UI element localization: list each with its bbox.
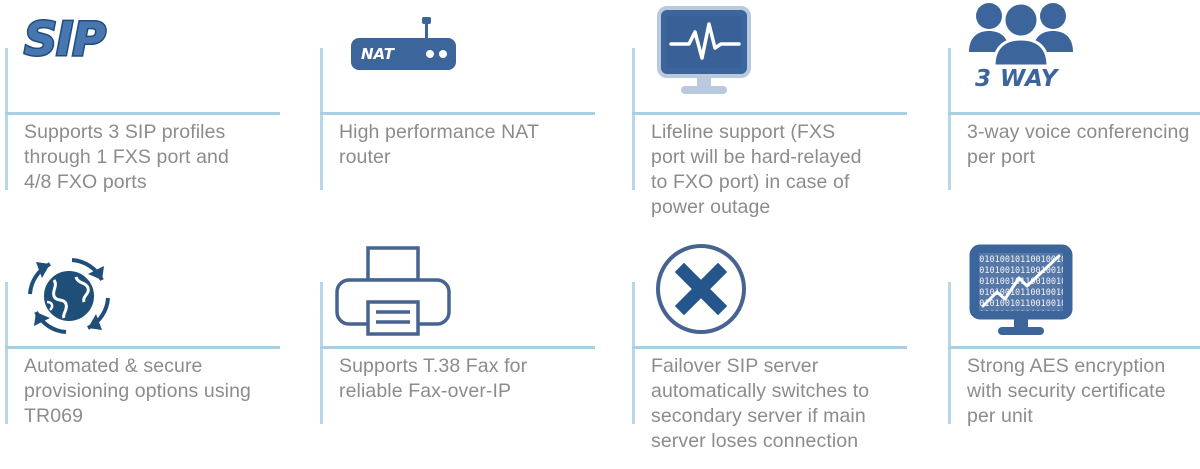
fax-printer-icon — [329, 234, 609, 339]
feature-cell-sip: SIP Supports 3 SIP profiles through 1 FX… — [0, 0, 300, 234]
divider-horizontal — [320, 346, 595, 349]
feature-text: High performance NAT router — [339, 121, 539, 168]
feature-text: 3-way voice conferencing per port — [967, 121, 1190, 168]
divider-vertical — [632, 48, 635, 190]
divider-vertical — [948, 282, 951, 424]
feature-cell-nat: NAT High performance NAT router — [315, 0, 615, 234]
divider-vertical — [5, 48, 8, 190]
divider-horizontal — [632, 346, 907, 349]
feature-text: Lifeline support (FXS port will be hard-… — [651, 121, 862, 218]
sip-logo-text: SIP — [23, 11, 108, 68]
feature-text: Failover SIP server automatically switch… — [651, 355, 870, 452]
divider-vertical — [948, 48, 951, 190]
divider-vertical — [320, 48, 323, 190]
divider-horizontal — [320, 112, 595, 115]
divider-horizontal — [948, 112, 1200, 115]
led-dot-icon — [439, 50, 447, 58]
divider-horizontal — [632, 112, 907, 115]
feature-text: Automated & secure provisioning options … — [24, 355, 251, 427]
sip-logo-icon: SIP — [14, 0, 294, 105]
three-way-label-text: 3 WAY — [975, 66, 1058, 92]
feature-cell-fax: Supports T.38 Fax for reliable Fax-over-… — [315, 234, 615, 469]
divider-vertical — [5, 282, 8, 424]
nat-label-text: NAT — [361, 45, 394, 63]
divider-horizontal — [5, 112, 280, 115]
antenna-tip-icon — [422, 17, 431, 24]
three-users-icon: 3 WAY — [957, 0, 1200, 105]
divider-horizontal — [5, 346, 280, 349]
feature-cell-lifeline: Lifeline support (FXS port will be hard-… — [627, 0, 927, 234]
divider-horizontal — [948, 346, 1200, 349]
divider-vertical — [632, 282, 635, 424]
feature-cell-encryption: 0101010010110010010101010 Strong AES enc… — [943, 234, 1200, 469]
feature-text: Supports 3 SIP profiles through 1 FXS po… — [24, 121, 229, 193]
feature-cell-failover: Failover SIP server automatically switch… — [627, 234, 927, 469]
globe-refresh-icon — [14, 234, 294, 339]
divider-vertical — [320, 282, 323, 424]
feature-cell-three-way: 3 WAY 3-way voice conferencing per port — [943, 0, 1200, 234]
feature-text: Supports T.38 Fax for reliable Fax-over-… — [339, 355, 528, 402]
encryption-monitor-icon: 0101010010110010010101010 — [957, 234, 1200, 339]
circle-x-icon — [641, 234, 921, 339]
feature-text: Strong AES encryption with security cert… — [967, 355, 1166, 427]
led-dot-icon — [426, 50, 434, 58]
lifeline-monitor-icon — [641, 0, 921, 105]
antenna-icon — [425, 20, 428, 40]
router-body-icon: NAT — [351, 38, 456, 70]
nat-router-icon: NAT — [329, 0, 609, 105]
feature-cell-provisioning: Automated & secure provisioning options … — [0, 234, 300, 469]
